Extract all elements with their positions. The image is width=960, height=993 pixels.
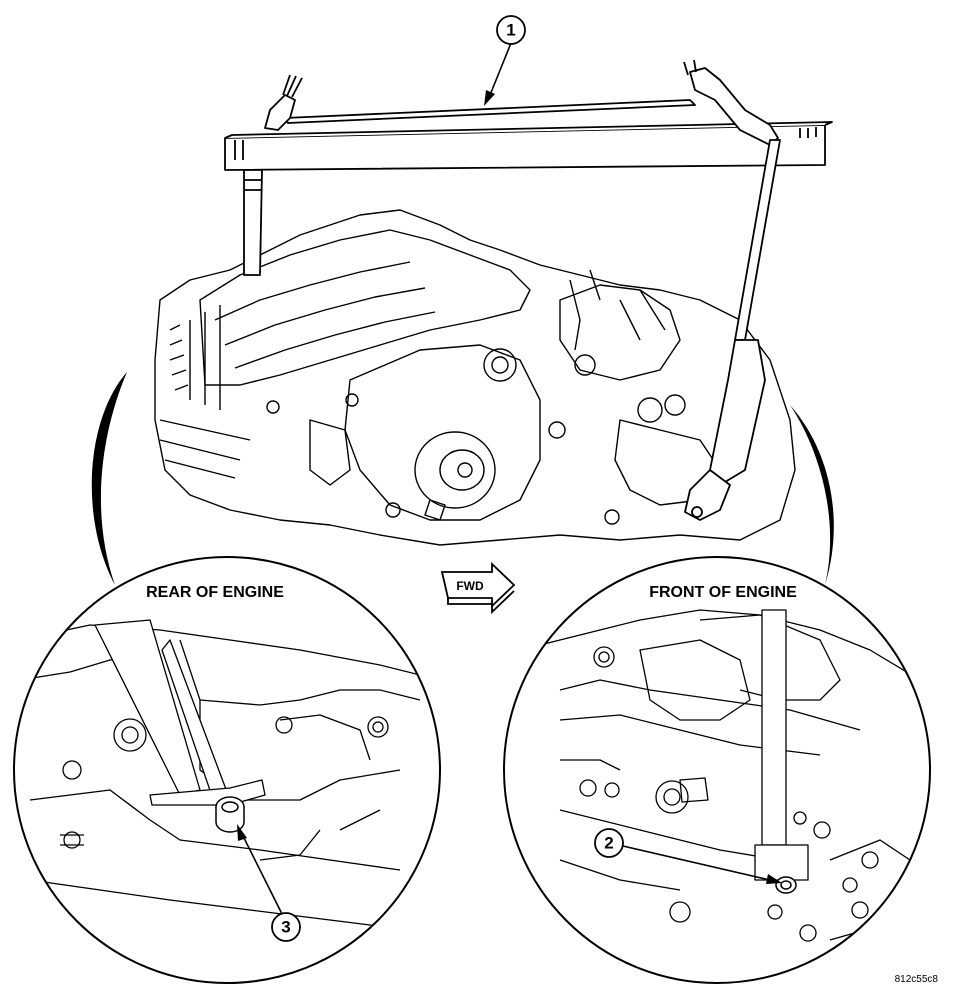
fwd-arrow: FWD <box>440 561 516 615</box>
rear-view-pointer <box>91 372 127 585</box>
callout-2: 2 <box>594 828 782 884</box>
callout-1: 1 <box>484 15 526 106</box>
engine-lift-fixture <box>224 59 833 521</box>
callout-3-number: 3 <box>281 918 290 937</box>
front-bolt <box>775 876 797 894</box>
figure-code: 812c55c8 <box>894 974 938 985</box>
rear-of-engine-label: REAR OF ENGINE <box>146 584 284 601</box>
rear-bolt <box>215 796 245 833</box>
front-detail-view: FRONT OF ENGINE <box>503 556 931 984</box>
fwd-label: FWD <box>456 579 484 593</box>
front-view-pointer <box>790 405 834 585</box>
callout-3: 3 <box>237 824 301 942</box>
callout-2-number: 2 <box>604 834 613 853</box>
rear-detail-view: REAR OF ENGINE <box>13 556 441 984</box>
callout-1-number: 1 <box>506 21 515 40</box>
front-of-engine-label: FRONT OF ENGINE <box>649 584 797 601</box>
